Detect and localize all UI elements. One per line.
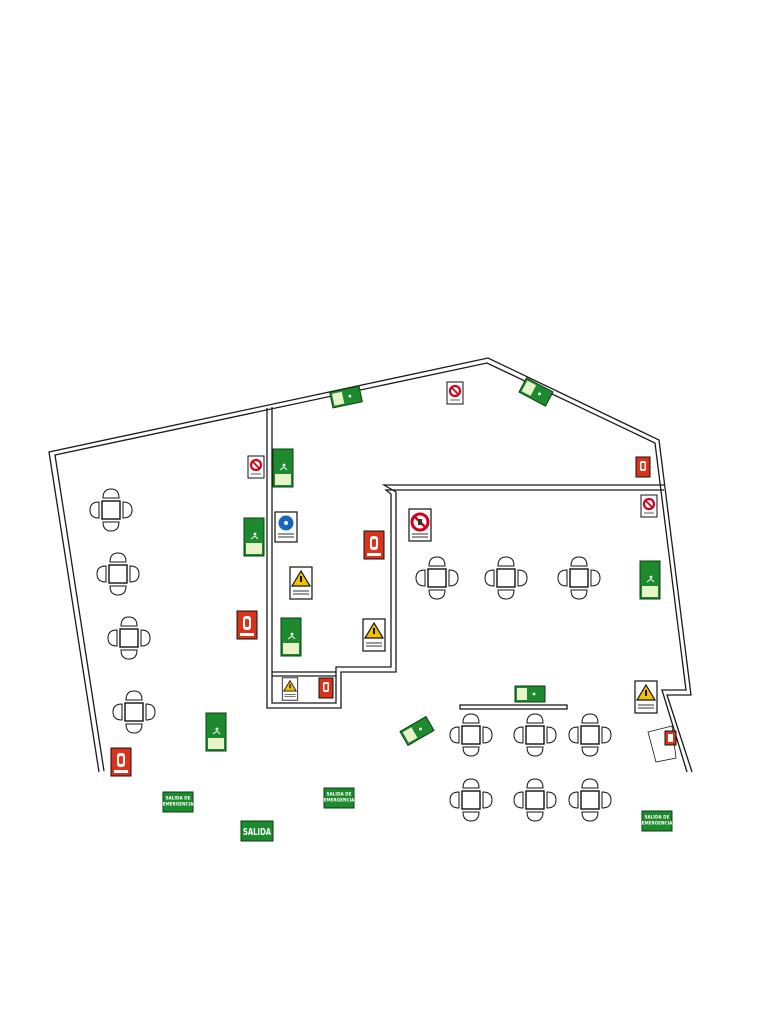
prohibition-icon — [639, 493, 659, 519]
fire-extinguisher-icon — [236, 610, 258, 640]
fire-extinguisher-icon — [635, 456, 651, 478]
table-set — [568, 713, 612, 757]
warning-icon — [281, 677, 299, 701]
building-walls — [48, 357, 693, 773]
warning-icon — [634, 680, 658, 714]
exit-sign-icon — [399, 716, 435, 746]
central-room-wall — [266, 408, 664, 709]
exit-sign-icon — [639, 560, 661, 600]
table-set — [112, 690, 156, 734]
counter-partition — [459, 704, 568, 710]
exit-sign-icon — [514, 685, 546, 703]
fire-extinguisher-icon — [110, 747, 132, 777]
exit-sign-icon — [280, 617, 302, 657]
exit-sign-icon — [272, 448, 294, 488]
prohibition-icon — [246, 454, 266, 480]
table-set — [107, 616, 151, 660]
service-door-swing — [647, 725, 677, 763]
table-set — [96, 552, 140, 596]
salida-sign: SALIDA — [240, 820, 274, 842]
extinguisher-signs — [110, 456, 677, 777]
dining-furniture — [89, 488, 612, 822]
table-set — [415, 556, 459, 600]
table-set — [449, 778, 493, 822]
table-set — [449, 713, 493, 757]
warning-icon — [362, 618, 386, 652]
warning-icon — [289, 566, 313, 600]
prohibition-icon — [407, 507, 433, 543]
table-set — [89, 488, 133, 532]
mandatory-icon — [274, 511, 298, 543]
safety-signs — [246, 380, 659, 714]
fire-extinguisher-icon — [363, 530, 385, 560]
exit-sign-icon — [243, 517, 265, 557]
sign-label: SALIDA — [243, 827, 271, 838]
exit-sign-icon — [205, 712, 227, 752]
central-room-wall-inner-line — [271, 407, 664, 704]
table-set — [568, 778, 612, 822]
outer-wall-inner-line — [54, 362, 688, 773]
prohibition-icon — [445, 380, 465, 406]
table-set — [557, 556, 601, 600]
table-set — [484, 556, 528, 600]
exit-sign-icon — [518, 377, 554, 407]
outer-wall — [48, 357, 693, 773]
table-set — [513, 713, 557, 757]
fire-extinguisher-icon — [318, 677, 334, 699]
exit-sign-icon — [329, 385, 363, 409]
table-set — [513, 778, 557, 822]
